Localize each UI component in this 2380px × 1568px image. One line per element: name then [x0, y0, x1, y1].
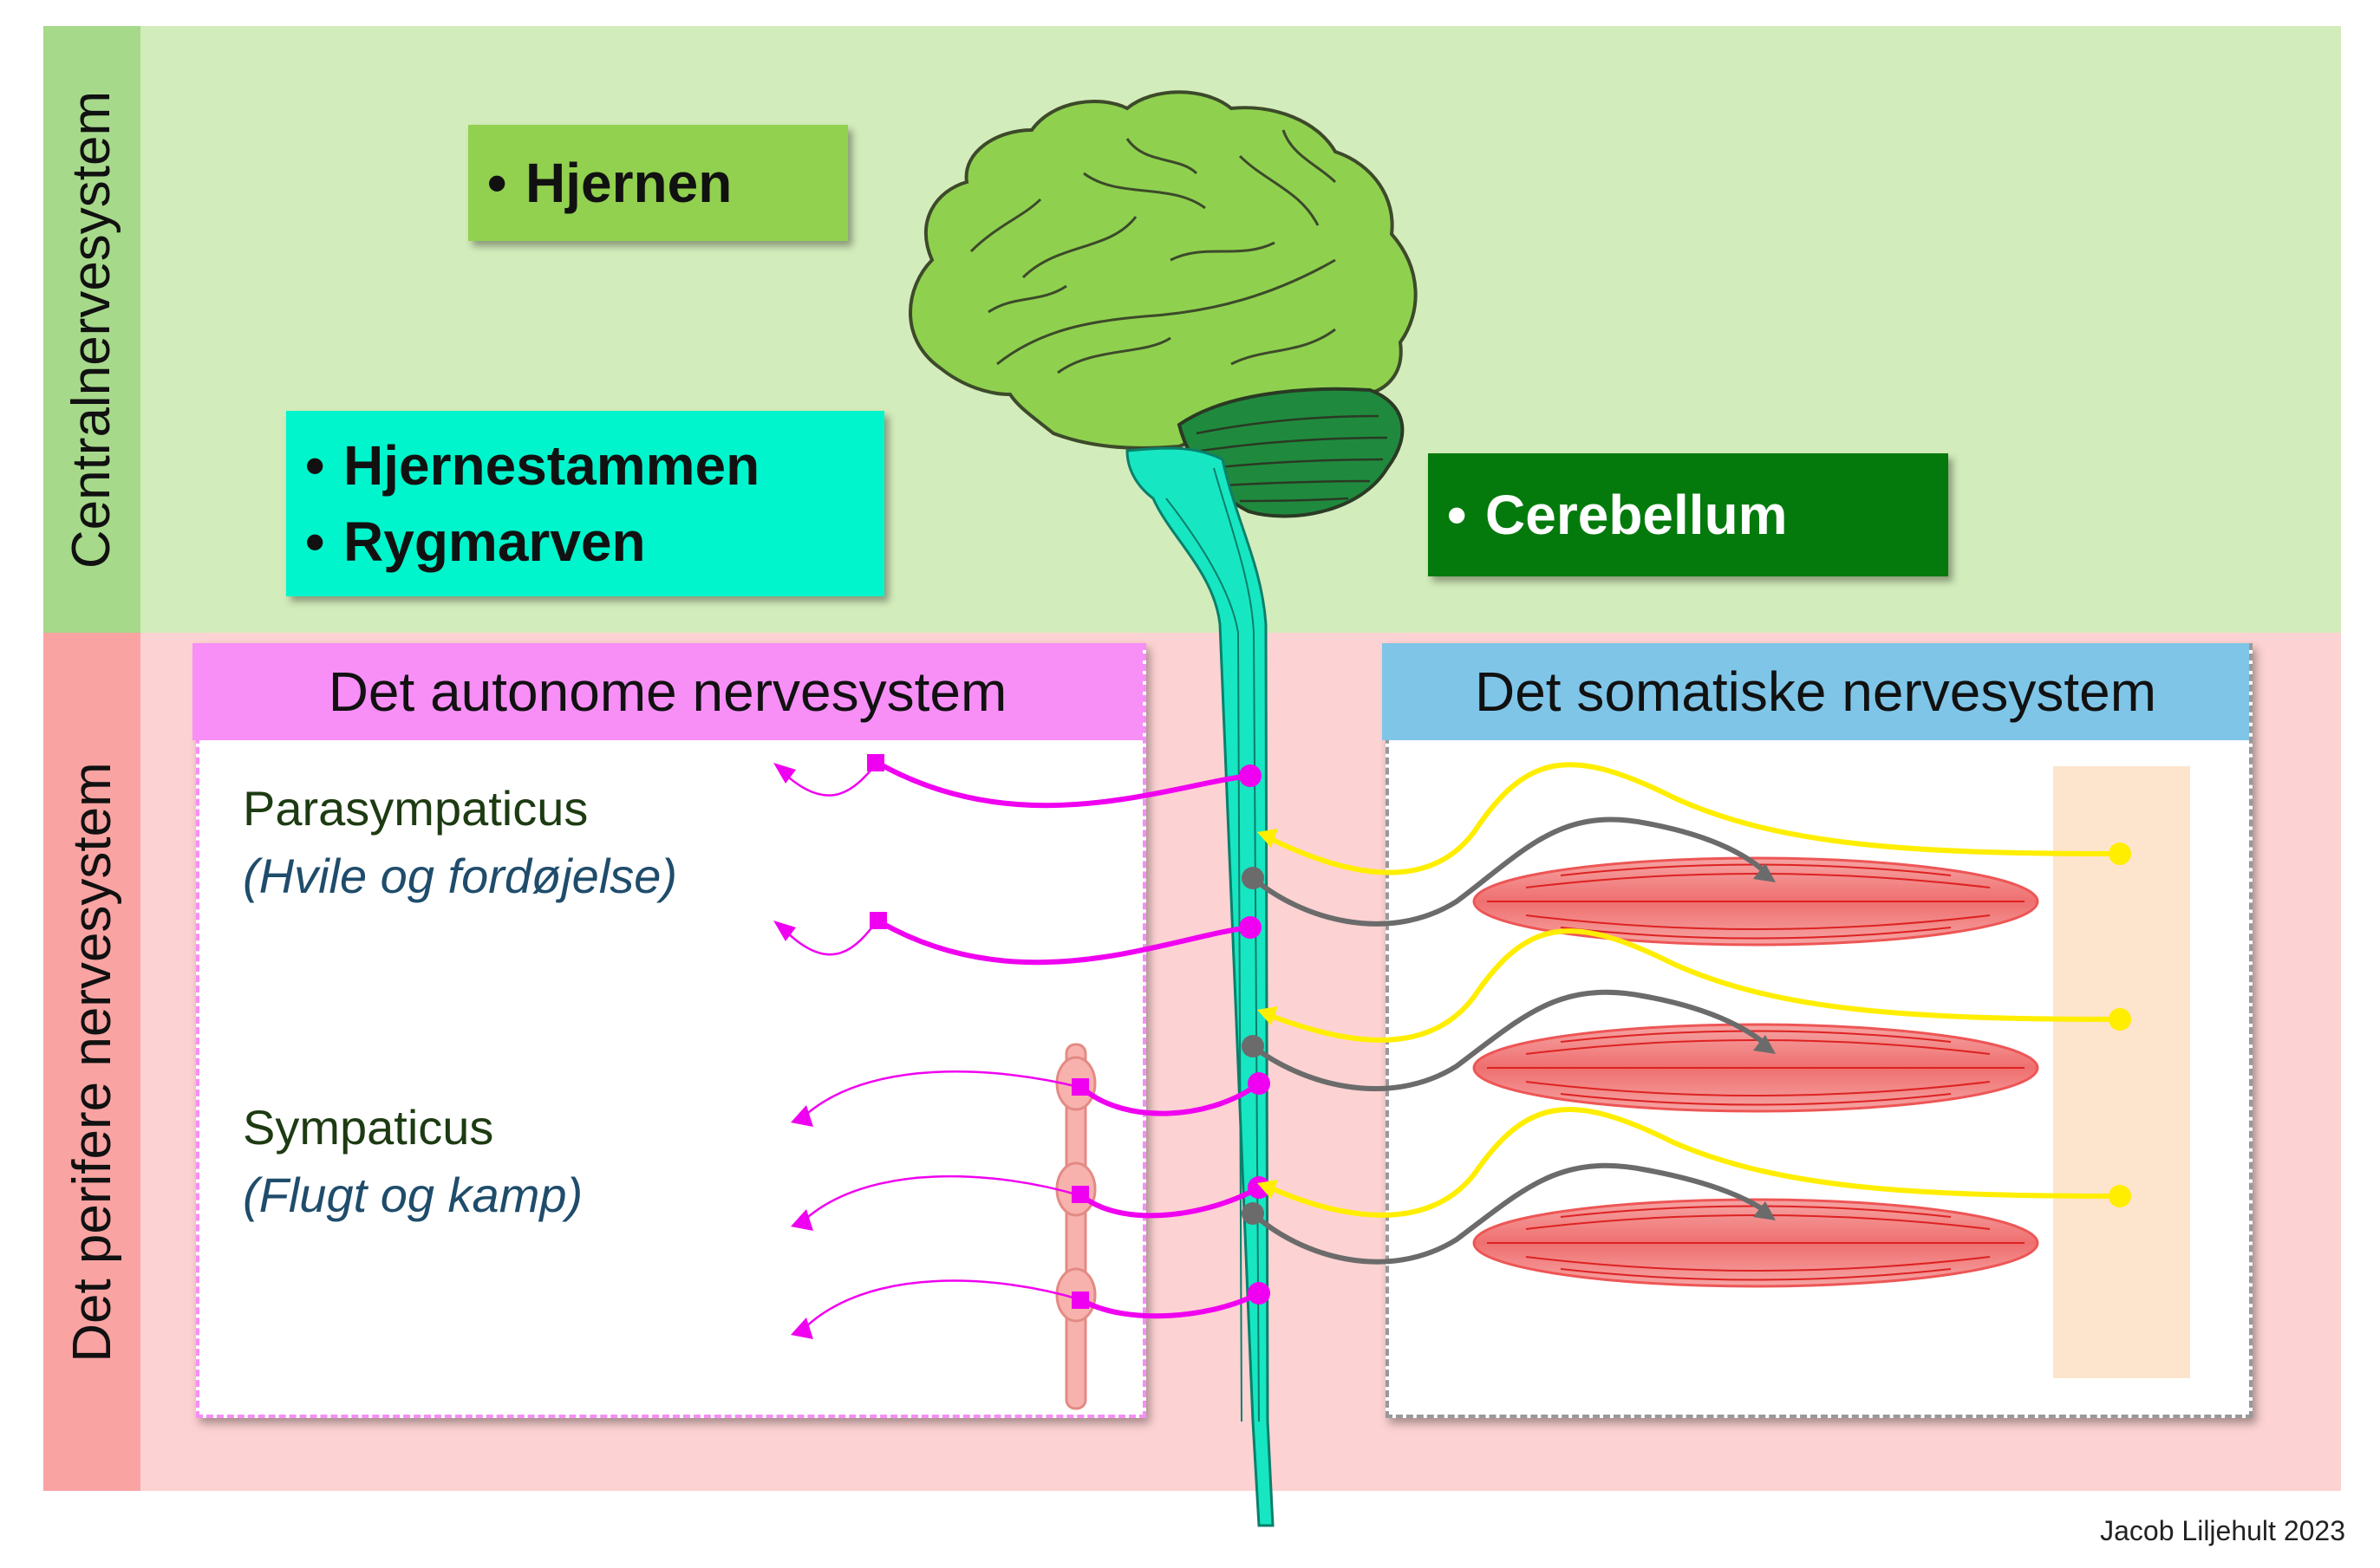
brainstem-item: Hjernestammen	[286, 427, 760, 504]
sensory-nerves	[1264, 762, 2121, 1218]
credit-text: Jacob Liljehult 2023	[2100, 1515, 2345, 1546]
brain-icon	[909, 90, 1418, 518]
spinal-cord-item: Rygmarven	[286, 504, 760, 580]
cns-label: Centralnervesystem	[43, 26, 140, 633]
parasympathetic-label: Parasympaticus	[243, 781, 589, 836]
cerebellum-item: Cerebellum	[1428, 477, 1788, 553]
autonomic-panel	[196, 643, 1146, 1418]
autonomic-title: Det autonome nervesystem	[192, 643, 1143, 740]
motor-nerves	[1250, 817, 1771, 1265]
parasympathetic-nerves	[781, 760, 1251, 966]
cerebellum-box: Cerebellum	[1428, 453, 1948, 576]
pns-label: Det perifere nervesystem	[43, 633, 140, 1491]
receptor-strip	[2053, 766, 2190, 1378]
sympathetic-nerves	[801, 1070, 1261, 1331]
parasympathetic-markers	[773, 754, 1262, 941]
muscle-1	[1472, 856, 2039, 947]
sympathetic-markers	[791, 1072, 1270, 1339]
sympathetic-sub: (Flugt og kamp)	[243, 1168, 584, 1222]
parasympathetic-sub: (Hvile og fordøjelse)	[243, 849, 678, 903]
brain-box: Hjernen	[468, 125, 848, 241]
brain-box-item: Hjernen	[468, 145, 732, 221]
sympathetic-label: Sympaticus	[243, 1100, 494, 1155]
sensory-markers	[1257, 829, 2131, 1207]
motor-markers	[1242, 863, 1776, 1225]
spinal-cord	[1125, 446, 1275, 1527]
somatic-title: Det somatiske nervesystem	[1382, 643, 2249, 740]
sympathetic-chain	[1055, 1043, 1097, 1410]
muscle-2	[1472, 1023, 2039, 1113]
brainstem-box: Hjernestammen Rygmarven	[286, 411, 884, 596]
